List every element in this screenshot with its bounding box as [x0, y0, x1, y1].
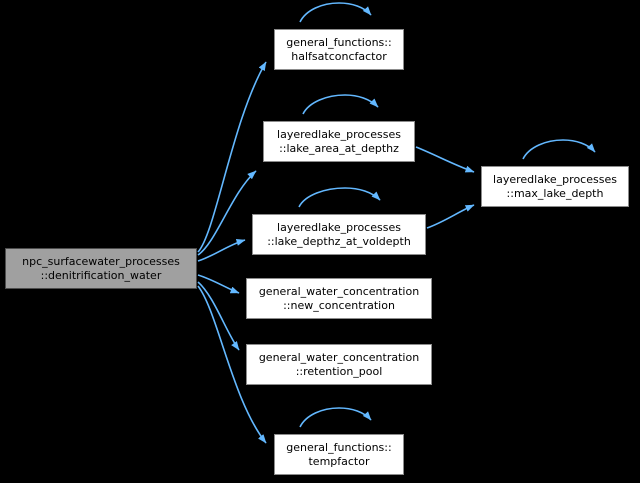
node-label-line1: layeredlake_processes — [277, 127, 401, 141]
self-loop-edge-tempfactor — [299, 407, 372, 428]
call-edges — [197, 61, 475, 444]
self-loop-edges — [298, 2, 596, 428]
call-edge-root-to-new_concentration — [197, 274, 240, 294]
node-label-line2: ::denitrification_water — [40, 268, 162, 282]
self-loop-edge-halfsatconcfactor — [299, 2, 372, 23]
self-loop-edge-lake_area_at_depthz — [302, 94, 379, 115]
node-label-line1: layeredlake_processes — [493, 172, 617, 186]
node-label-line2: ::new_concentration — [283, 298, 395, 312]
graph-node-tempfactor[interactable]: general_functions::tempfactor — [274, 434, 404, 475]
node-label-line2: ::max_lake_depth — [506, 186, 604, 200]
self-loop-edge-max_lake_depth — [522, 139, 596, 160]
node-label-line1: general_functions:: — [286, 440, 392, 454]
node-label-line2: tempfactor — [308, 454, 370, 468]
node-label-line2: halfsatconcfactor — [291, 49, 387, 63]
node-label-line1: general_functions:: — [286, 35, 392, 49]
call-edge-lake_area_at_depthz-to-max_lake_depth — [415, 146, 475, 173]
graph-node-max_lake_depth[interactable]: layeredlake_processes::max_lake_depth — [481, 166, 629, 207]
self-loop-edge-lake_depthz_at_voldepth — [298, 187, 381, 208]
graph-node-retention_pool[interactable]: general_water_concentration::retention_p… — [246, 344, 432, 385]
call-edge-root-to-lake_depthz_at_voldepth — [197, 239, 246, 262]
graph-node-root[interactable]: npc_surfacewater_processes::denitrificat… — [5, 248, 197, 289]
graph-node-halfsatconcfactor[interactable]: general_functions::halfsatconcfactor — [274, 29, 404, 70]
call-edge-root-to-halfsatconcfactor — [197, 61, 267, 253]
node-label-line2: ::lake_depthz_at_voldepth — [267, 234, 411, 248]
node-label-line1: npc_surfacewater_processes — [22, 254, 180, 268]
call-edge-root-to-retention_pool — [197, 281, 240, 351]
node-label-line1: general_water_concentration — [258, 350, 420, 364]
call-edge-lake_depthz_at_voldepth-to-max_lake_depth — [426, 204, 475, 229]
graph-node-lake_depthz_at_voldepth[interactable]: layeredlake_processes::lake_depthz_at_vo… — [252, 214, 426, 255]
node-label-line1: general_water_concentration — [258, 284, 420, 298]
node-label-line2: ::retention_pool — [295, 364, 383, 378]
call-edge-root-to-tempfactor — [197, 285, 267, 444]
call-edge-root-to-lake_area_at_depthz — [197, 170, 257, 256]
graph-node-new_concentration[interactable]: general_water_concentration::new_concent… — [246, 278, 432, 319]
node-label-line2: ::lake_area_at_depthz — [279, 141, 399, 155]
graph-node-lake_area_at_depthz[interactable]: layeredlake_processes::lake_area_at_dept… — [263, 121, 415, 162]
node-label-line1: layeredlake_processes — [277, 220, 401, 234]
